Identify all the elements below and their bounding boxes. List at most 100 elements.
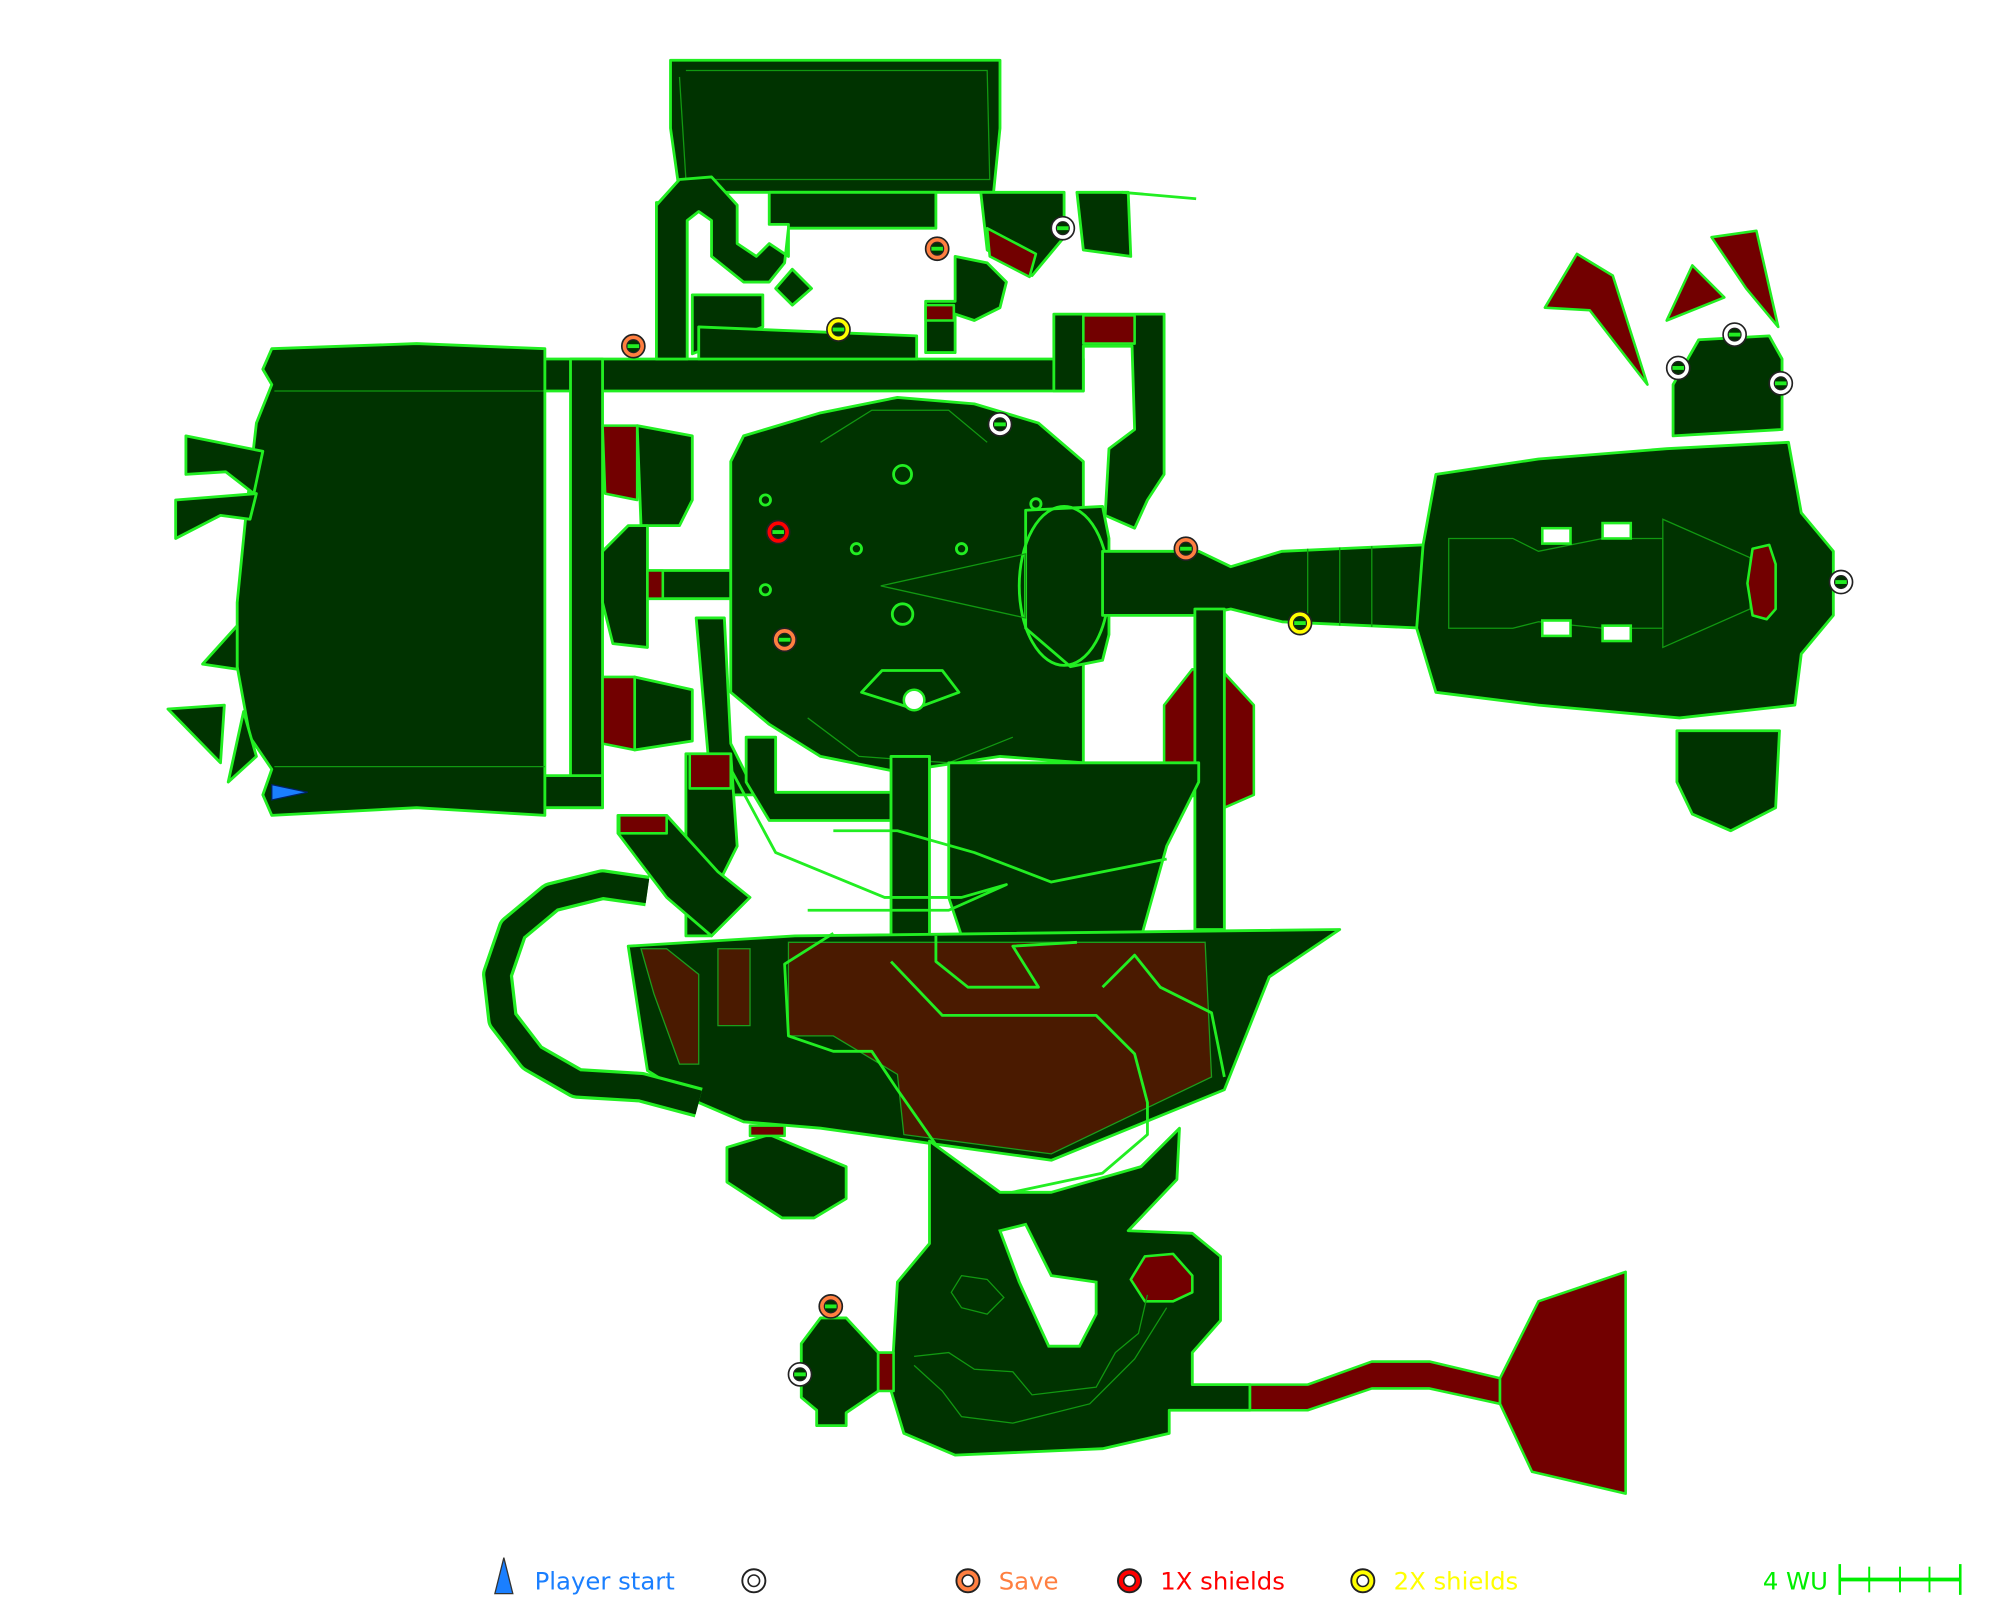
bottom-room-red <box>1129 1252 1194 1303</box>
west-link-red <box>646 569 665 600</box>
ne-pod <box>1671 334 1784 438</box>
left-hall <box>235 342 547 817</box>
player-start-legend-icon <box>494 1557 514 1595</box>
item-marker <box>1665 355 1691 381</box>
ne-room-2 <box>1075 190 1133 258</box>
sw-link <box>616 813 752 938</box>
shields-2x-marker <box>1287 610 1313 636</box>
west-room-b <box>601 524 649 649</box>
save-marker <box>772 627 797 653</box>
east-hall-gap <box>1601 521 1633 540</box>
item-marker <box>1050 215 1076 241</box>
arena-pillar <box>849 542 863 556</box>
north-strip <box>697 325 919 361</box>
item-marker <box>1828 569 1854 595</box>
bottom-red-corridor <box>1248 1360 1502 1412</box>
map-geometry <box>166 58 1835 1495</box>
spike <box>184 434 265 496</box>
ne-spike <box>1710 229 1780 329</box>
legend: Player start Save 1X shields 2X shields … <box>494 1557 1962 1596</box>
spike <box>226 710 258 784</box>
item-marker <box>1768 370 1794 396</box>
bottom-red-chamber <box>1498 1270 1627 1495</box>
basin-brown <box>787 941 1213 1155</box>
top-room <box>669 58 1002 194</box>
save-marker <box>924 236 950 262</box>
west-room-a <box>635 424 694 528</box>
shields-2x-marker <box>826 317 851 342</box>
top-room-inner-edge <box>678 69 991 181</box>
arena-pillar <box>758 493 772 507</box>
spike <box>174 492 258 540</box>
north-closet <box>924 255 1008 354</box>
ne-spike <box>1543 252 1649 386</box>
sw-small-red <box>876 1351 895 1393</box>
legend-save-icon <box>955 1568 981 1594</box>
south-pod-red <box>748 1124 786 1138</box>
player-start-marker <box>271 783 308 801</box>
legend-1x-shields-label: 1X shields <box>1160 1567 1285 1596</box>
left-column-end <box>543 774 604 810</box>
west-red-a <box>601 424 639 502</box>
legend-player-start-label: Player start <box>535 1567 675 1596</box>
north-diamond <box>774 267 813 307</box>
basin-brown <box>717 948 751 1027</box>
route-line <box>729 768 1008 912</box>
east-corridor <box>1101 543 1425 630</box>
legend-white-marker-icon <box>741 1568 767 1594</box>
arena-pillar <box>902 688 926 712</box>
route-line <box>833 829 1167 884</box>
arena-pillar <box>955 542 969 556</box>
scale-label: 4 WU <box>1763 1567 1828 1596</box>
spike <box>166 703 226 765</box>
ne-spike <box>1665 264 1726 322</box>
sw-red <box>688 752 733 790</box>
bottom-room-contour <box>914 1294 1149 1396</box>
arena-pillar <box>892 463 913 485</box>
save-marker <box>620 333 646 359</box>
arena-pillar <box>1029 497 1043 511</box>
east-hall-gap <box>1541 619 1572 638</box>
legend-2x-shields-icon <box>1350 1568 1376 1594</box>
east-hall-gap <box>1601 624 1633 643</box>
west-red-c <box>601 675 636 752</box>
basin-brown <box>640 948 700 1065</box>
east-hall-red <box>1746 543 1777 621</box>
south-shaft <box>889 755 931 963</box>
top-corridor <box>543 357 1085 393</box>
east-wing-red <box>1082 314 1136 345</box>
west-room-c <box>633 675 694 752</box>
map-markers <box>620 215 1854 1387</box>
basin-edge <box>1101 953 1226 1078</box>
south-pod <box>725 1133 848 1220</box>
north-closet-red <box>924 303 956 322</box>
arena-pillar <box>758 583 772 597</box>
central-arena <box>729 396 1085 774</box>
shields-1x-marker <box>765 519 791 545</box>
save-marker <box>1173 536 1199 562</box>
item-marker <box>1722 322 1747 347</box>
bottom-room-contour <box>913 1307 1168 1424</box>
north-arch <box>655 175 938 361</box>
scale-bar <box>1838 1564 1962 1595</box>
ne-wire <box>1121 190 1197 201</box>
sw-small-room <box>799 1316 880 1428</box>
arena-pillar <box>890 602 915 626</box>
east-wing <box>1052 312 1166 530</box>
west-loop-floor <box>485 872 702 1115</box>
spike <box>201 624 239 671</box>
save-marker <box>818 1294 844 1319</box>
ne-room-red <box>985 226 1038 279</box>
east-hall-gap <box>1541 526 1572 545</box>
bottom-room-rock <box>950 1274 1005 1315</box>
bottom-room-island <box>998 1222 1098 1348</box>
east-hall-inner <box>1448 537 1664 629</box>
arena-cone <box>880 553 1027 619</box>
legend-1x-shields-icon <box>1116 1568 1142 1594</box>
item-marker <box>787 1361 813 1387</box>
item-marker <box>987 411 1013 437</box>
basin-edge <box>934 935 1078 989</box>
arena-stairs <box>820 409 988 443</box>
east-hall <box>1415 440 1835 720</box>
